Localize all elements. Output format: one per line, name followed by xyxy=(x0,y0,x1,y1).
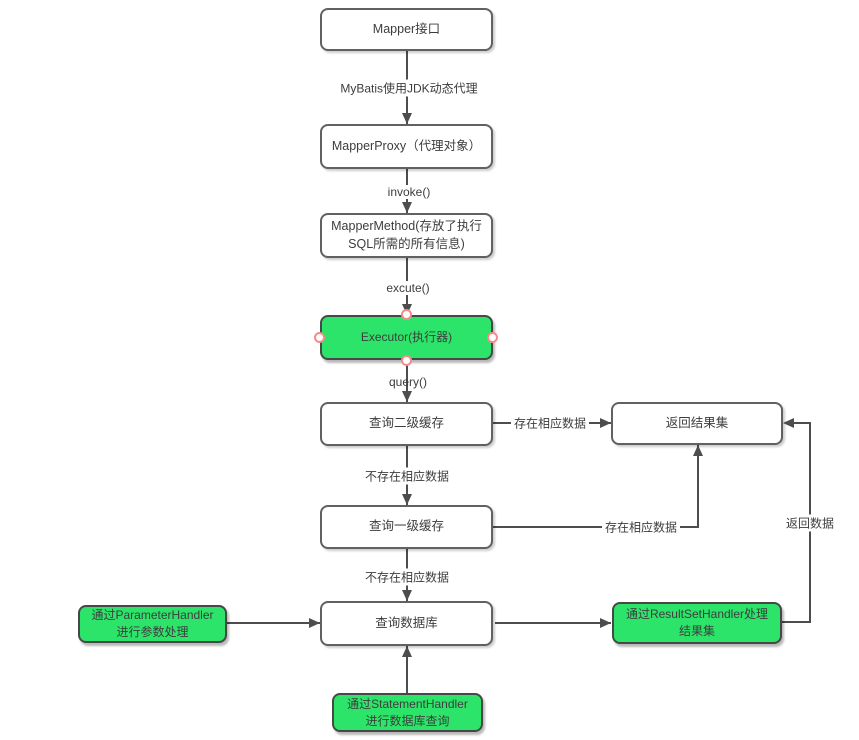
node-query-l2-cache[interactable]: 查询二级缓存 xyxy=(320,402,493,446)
node-query-l2-cache-label: 查询二级缓存 xyxy=(368,416,444,431)
arrowhead-db-to-rsh xyxy=(600,618,611,628)
edge-label-return-data: 返回数据 xyxy=(782,514,838,532)
connector-param-to-database xyxy=(227,622,320,624)
edge-label-query: query() xyxy=(388,375,428,389)
node-mapper-proxy-label: MapperProxy（代理对象） xyxy=(331,138,482,153)
selection-handle-left[interactable] xyxy=(314,332,325,343)
edge-label-l2-miss: 不存在相应数据 xyxy=(361,467,453,485)
connector-l1cache-to-result-h xyxy=(493,526,699,528)
node-mapper-method[interactable]: MapperMethod(存放了执行SQL所需的所有信息) xyxy=(320,213,493,258)
arrowhead-rsh-to-result xyxy=(783,418,794,428)
edge-label-invoke: invoke() xyxy=(384,185,434,199)
node-mapper-proxy[interactable]: MapperProxy（代理对象） xyxy=(320,124,493,169)
selection-handle-bottom[interactable] xyxy=(401,355,412,366)
node-executor-label: Executor(执行器) xyxy=(360,330,453,345)
node-mapper-interface[interactable]: Mapper接口 xyxy=(320,8,493,51)
selection-handle-right[interactable] xyxy=(487,332,498,343)
edge-label-l1-hit: 存在相应数据 xyxy=(601,518,681,536)
node-mapper-interface-label: Mapper接口 xyxy=(372,21,441,36)
node-statement-handler[interactable]: 通过StatementHandler进行数据库查询 xyxy=(332,693,483,732)
selection-handle-top[interactable] xyxy=(401,309,412,320)
node-executor[interactable]: Executor(执行器) xyxy=(320,315,493,360)
connector-stmt-to-database xyxy=(406,646,408,693)
arrowhead-l1-to-result xyxy=(693,445,703,456)
connector-l1cache-to-result-v xyxy=(697,445,699,528)
arrowhead-to-l1cache xyxy=(402,494,412,505)
node-mapper-method-label: MapperMethod(存放了执行SQL所需的所有信息) xyxy=(331,219,482,251)
arrowhead-to-l2cache xyxy=(402,391,412,402)
connector-rsh-to-result-b xyxy=(782,621,811,623)
connector-rsh-to-result-t xyxy=(794,422,811,424)
arrowhead-to-database xyxy=(402,590,412,601)
node-result-set-handler-label: 通过ResultSetHandler处理结果集 xyxy=(625,607,769,638)
edge-label-l2-hit: 存在相应数据 xyxy=(510,414,590,432)
node-parameter-handler[interactable]: 通过ParameterHandler进行参数处理 xyxy=(78,605,227,643)
edge-label-jdk-proxy: MyBatis使用JDK动态代理 xyxy=(337,79,481,97)
node-return-result-set-label: 返回结果集 xyxy=(665,415,729,430)
connector-database-to-rsh xyxy=(495,622,611,624)
node-query-l1-cache-label: 查询一级缓存 xyxy=(368,519,444,534)
node-query-database[interactable]: 查询数据库 xyxy=(320,601,493,646)
edge-label-l1-miss: 不存在相应数据 xyxy=(361,568,453,586)
node-statement-handler-label: 通过StatementHandler进行数据库查询 xyxy=(347,696,468,728)
arrowhead-to-method xyxy=(402,202,412,213)
node-query-l1-cache[interactable]: 查询一级缓存 xyxy=(320,505,493,549)
node-result-set-handler[interactable]: 通过ResultSetHandler处理结果集 xyxy=(612,602,782,644)
node-query-database-label: 查询数据库 xyxy=(375,615,438,630)
arrowhead-l2-to-result xyxy=(600,418,611,428)
node-return-result-set[interactable]: 返回结果集 xyxy=(611,402,783,445)
edge-label-excute: excute() xyxy=(383,281,433,295)
arrowhead-stmt-to-db xyxy=(402,646,412,657)
arrowhead-param-to-db xyxy=(309,618,320,628)
connector-executor-to-l2cache xyxy=(406,360,408,402)
arrowhead-to-proxy xyxy=(402,113,412,124)
node-parameter-handler-label: 通过ParameterHandler进行参数处理 xyxy=(91,608,214,639)
